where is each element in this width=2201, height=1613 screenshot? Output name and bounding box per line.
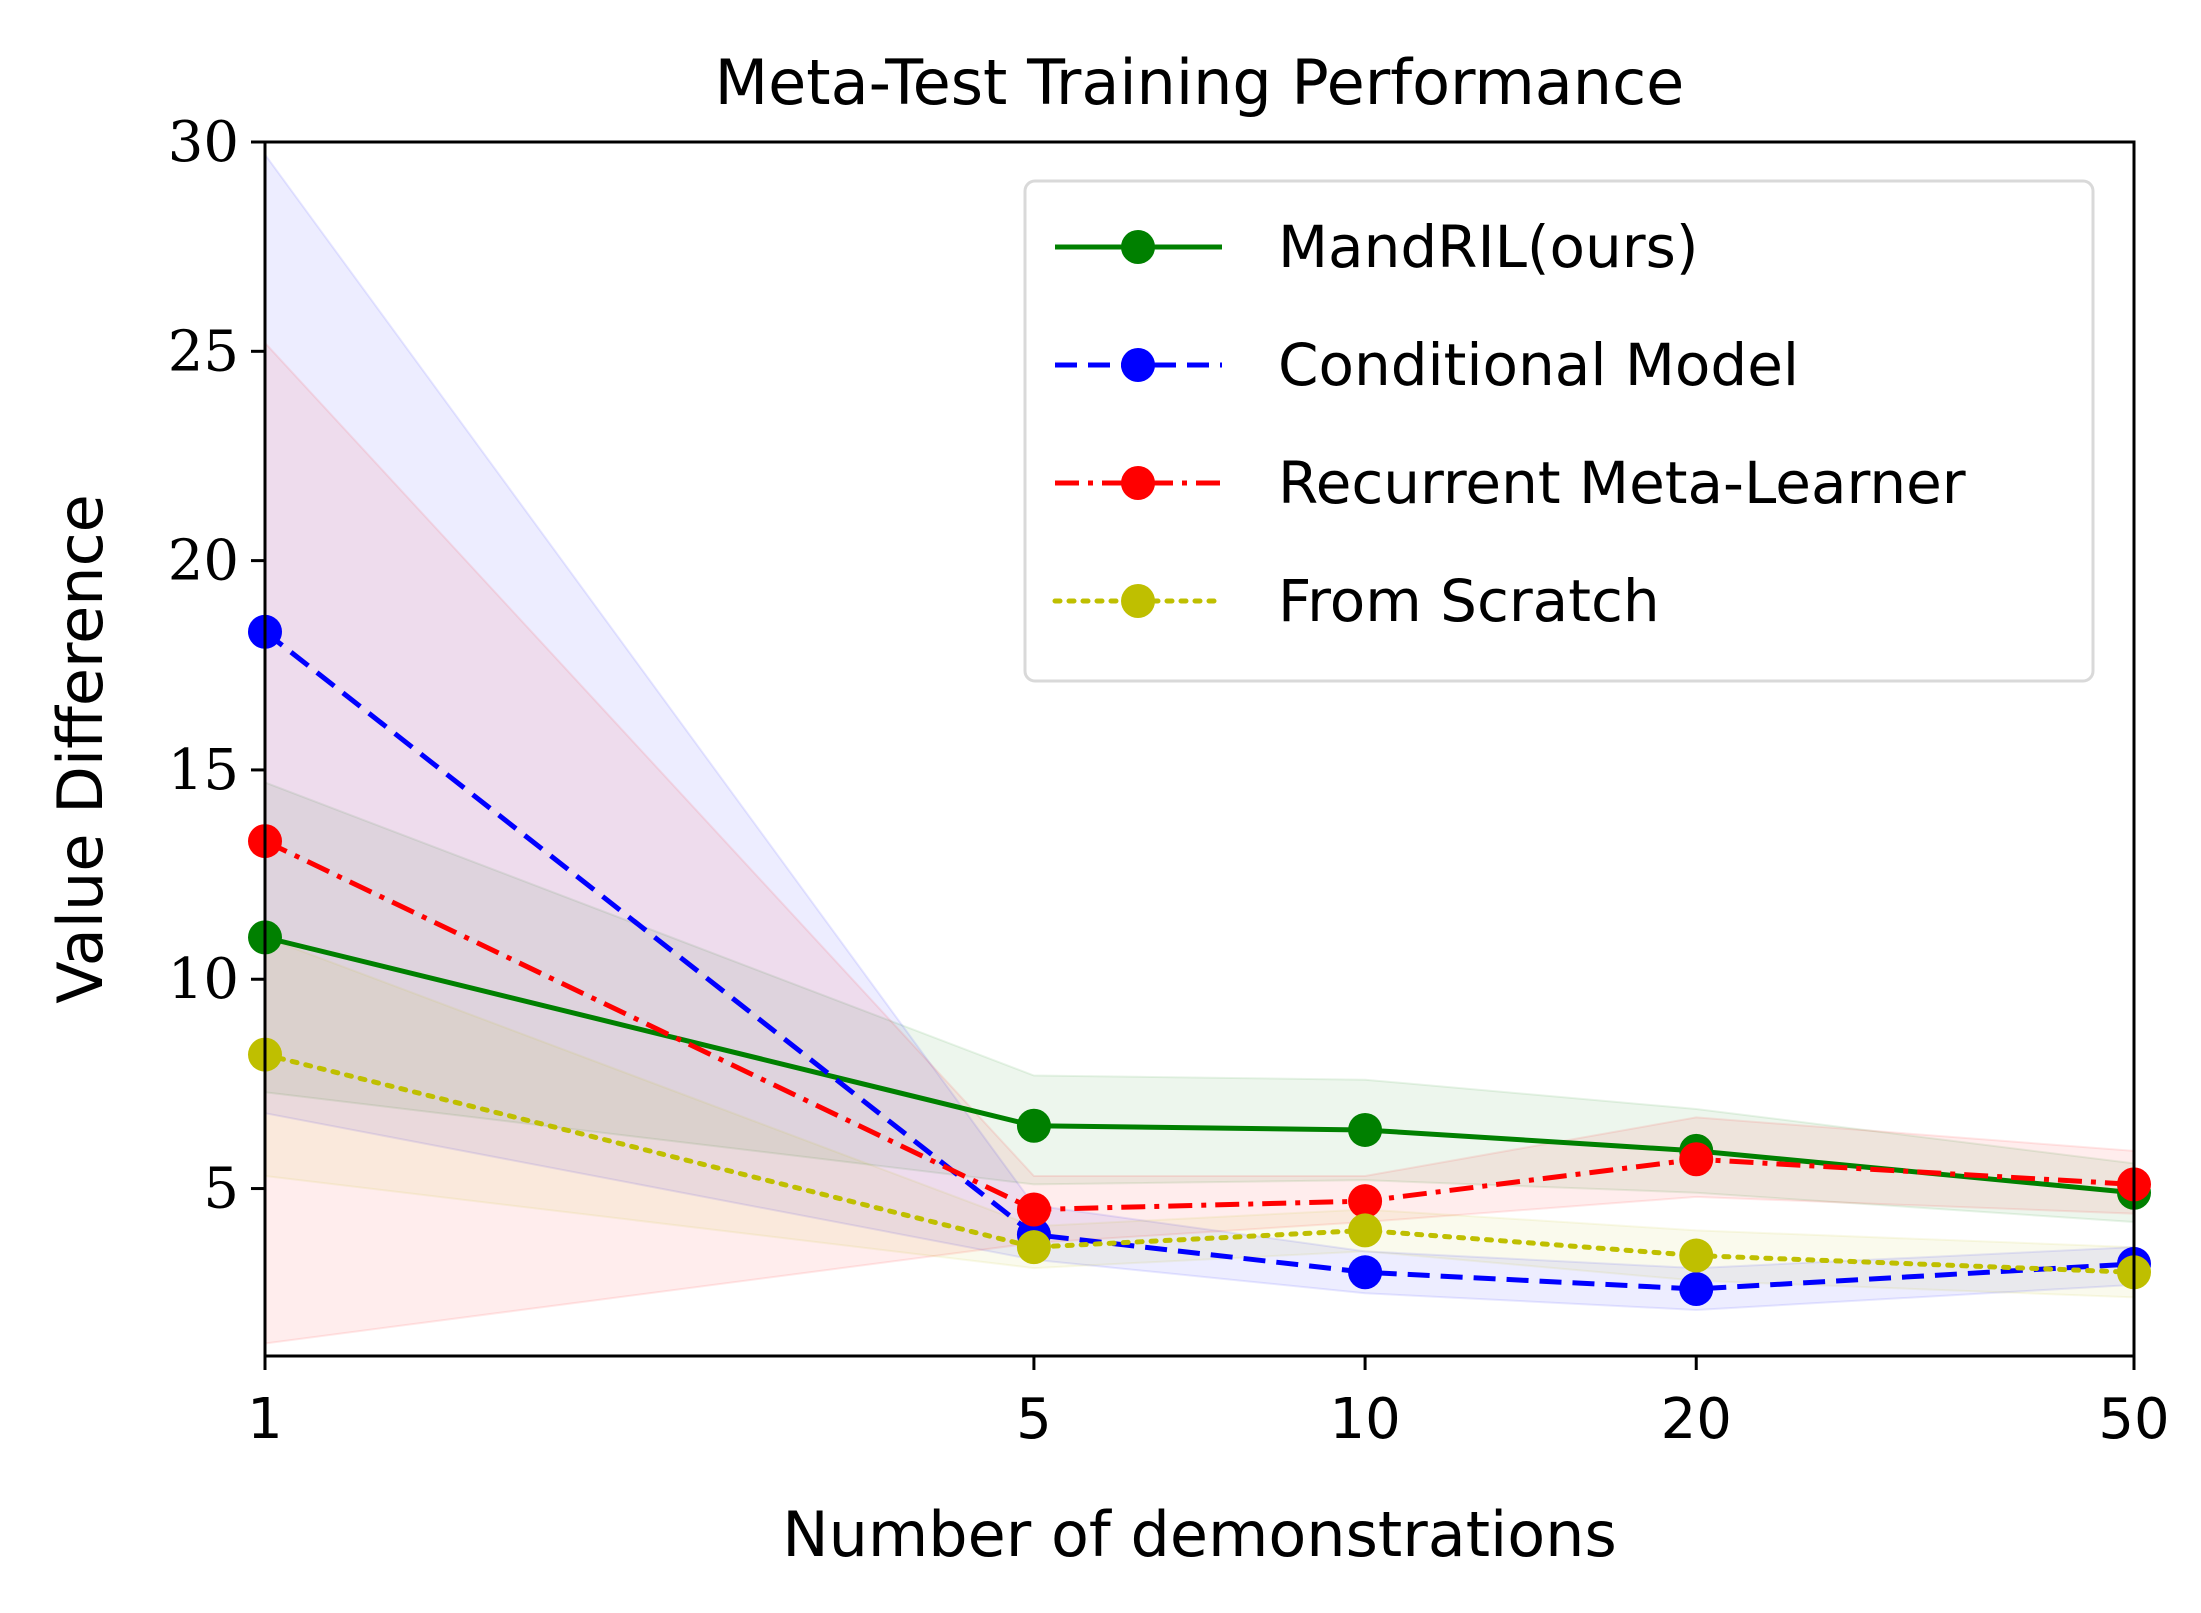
legend-marker-2: [1121, 466, 1155, 500]
y-tick-label: 25: [168, 319, 239, 384]
data-point: [1016, 1192, 1051, 1227]
y-tick-label: 15: [168, 738, 239, 803]
data-point: [1348, 1112, 1383, 1147]
x-axis-ticks: 1 5 10 20 50: [247, 1356, 2170, 1452]
legend-label: Recurrent Meta-Learner: [1278, 449, 1966, 517]
legend-box: [1023, 179, 2095, 683]
legend-label: MandRIL(ours): [1278, 213, 1698, 281]
legend-marker-3: [1121, 584, 1155, 618]
data-point: [1016, 1230, 1051, 1265]
x-tick-label: 10: [1329, 1387, 1400, 1452]
data-point: [1348, 1213, 1383, 1248]
legend-marker-0: [1121, 230, 1155, 264]
y-axis-label: Value Difference: [44, 494, 117, 1004]
x-axis-label: Number of demonstrations: [782, 1498, 1617, 1571]
y-axis-ticks: 5 10 15 20 25 30: [168, 110, 265, 1222]
y-tick-label: 30: [168, 110, 239, 175]
data-point: [1679, 1272, 1714, 1307]
series-points: [248, 614, 2151, 1307]
chart-title: Meta-Test Training Performance: [715, 46, 1685, 119]
data-point: [1679, 1142, 1714, 1177]
x-tick-label: 1: [247, 1387, 283, 1452]
series-line-1: [263, 629, 2135, 1292]
data-point: [1016, 1108, 1051, 1143]
y-tick-label: 10: [168, 947, 239, 1012]
legend: MandRIL(ours) Conditional ModelRecurrent …: [1023, 179, 2095, 683]
x-tick-label: 5: [1016, 1387, 1052, 1452]
data-point: [1348, 1255, 1383, 1290]
legend-label: From Scratch: [1278, 567, 1660, 635]
plot-frame: [263, 140, 2136, 1358]
y-tick-label: 5: [203, 1157, 239, 1222]
y-tick-label: 20: [168, 529, 239, 594]
data-point: [1348, 1184, 1383, 1219]
legend-marker-1: [1121, 348, 1155, 382]
x-tick-label: 50: [2098, 1387, 2169, 1452]
legend-label: Conditional Model: [1278, 331, 1799, 399]
data-point: [1679, 1238, 1714, 1273]
x-tick-label: 20: [1661, 1387, 1732, 1452]
